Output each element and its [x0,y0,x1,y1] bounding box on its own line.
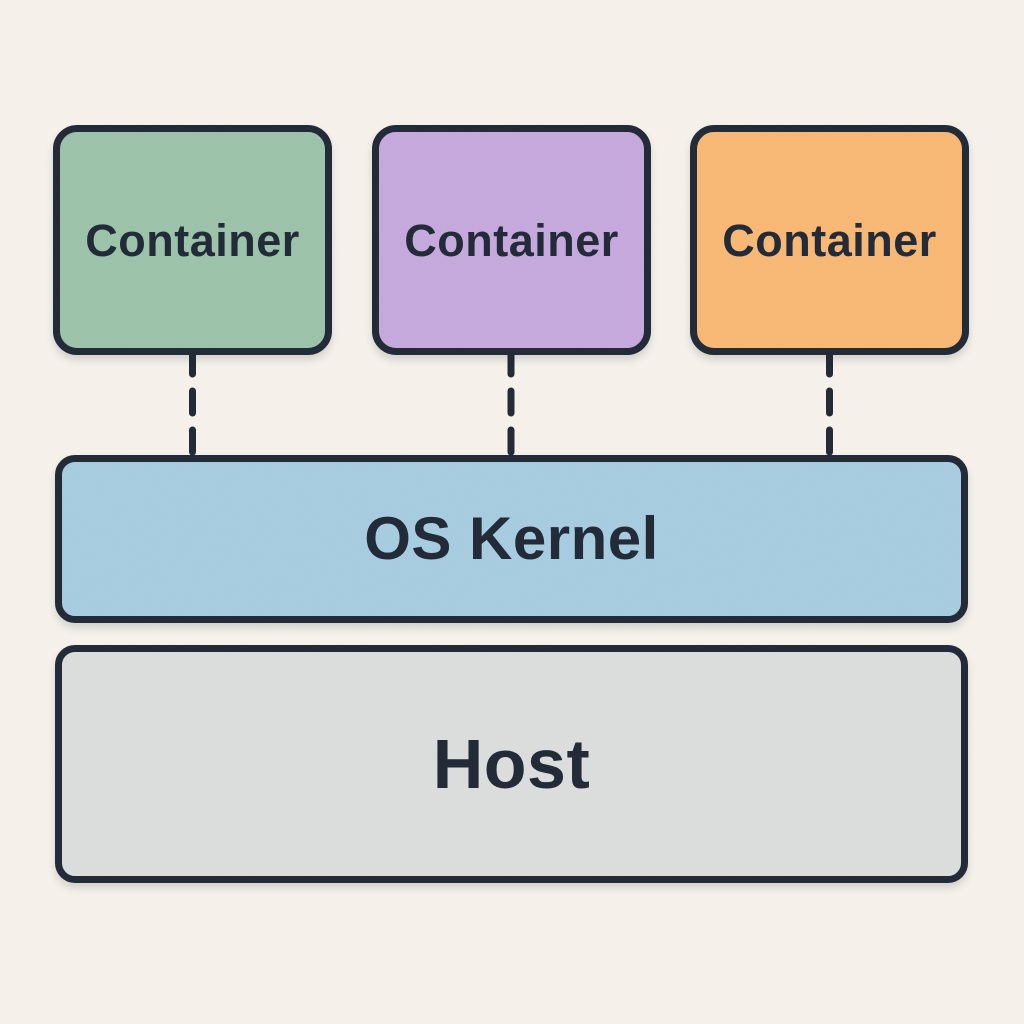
container-box-1: Container [53,125,332,355]
host-box: Host [55,645,968,883]
container-box-1-label: Container [85,214,300,266]
container-box-2-label: Container [404,214,619,266]
host-label: Host [432,725,591,803]
os-kernel-box: OS Kernel [55,455,968,623]
os-kernel-label: OS Kernel [364,505,659,572]
container-box-2: Container [372,125,651,355]
container-box-3: Container [690,125,969,355]
container-box-3-label: Container [722,214,937,266]
